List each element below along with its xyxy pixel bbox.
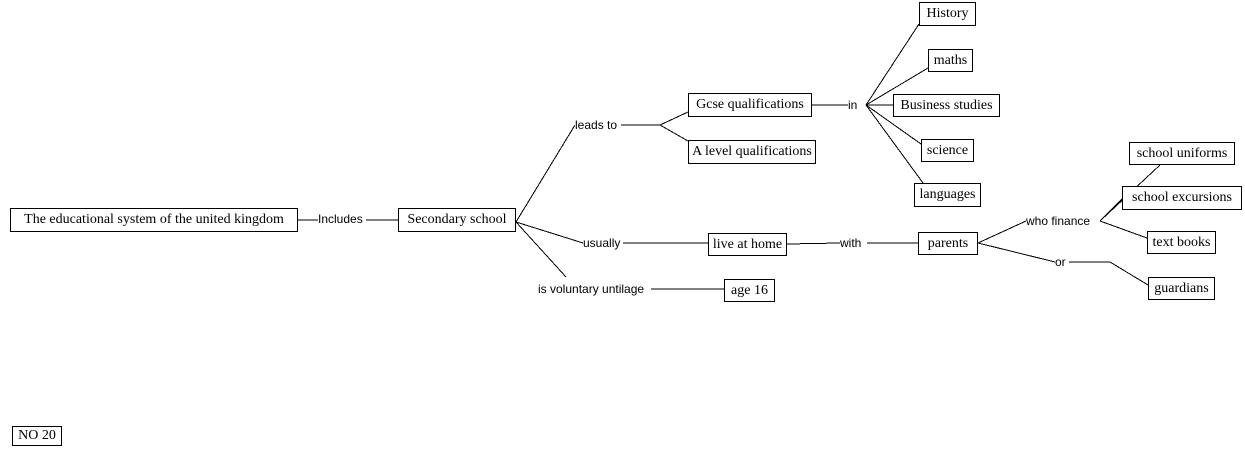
link-label-leads-to: leads to: [575, 119, 621, 131]
node-maths[interactable]: maths: [928, 49, 973, 72]
link-label-or: or: [1055, 256, 1069, 268]
connector-secondary-to-leadsto: [515, 124, 576, 223]
node-history[interactable]: History: [919, 2, 976, 26]
node-parents[interactable]: parents: [918, 232, 978, 255]
node-science[interactable]: science: [921, 139, 974, 162]
link-label-in: in: [848, 99, 861, 111]
node-business[interactable]: Business studies: [893, 94, 1000, 117]
node-age-16[interactable]: age 16: [724, 279, 775, 302]
node-secondary[interactable]: Secondary school: [398, 208, 516, 232]
connector-secondary-to-voluntary: [515, 221, 567, 278]
connector-secondary-to-usually: [515, 221, 584, 244]
connector-live-to-with: [786, 242, 841, 245]
link-label-usually: usually: [583, 237, 623, 249]
connector-parents-to-or: [977, 242, 1056, 263]
page-stamp: NO 20: [12, 426, 62, 446]
node-root[interactable]: The educational system of the united kin…: [10, 208, 298, 232]
link-label-with: with: [840, 237, 867, 249]
link-label-voluntary: is voluntary untilage: [538, 283, 651, 295]
node-text-books[interactable]: text books: [1147, 231, 1216, 254]
node-languages[interactable]: languages: [914, 183, 981, 207]
node-alevel[interactable]: A level qualifications: [688, 140, 816, 164]
connector-or-to-guardians: [1069, 261, 1149, 286]
node-live-at-home[interactable]: live at home: [708, 233, 787, 256]
connector-leadsto-to-alevel: [659, 124, 689, 142]
connector-whofinance-to-excursions: [1099, 198, 1123, 222]
link-label-includes: Includes: [318, 213, 366, 225]
connector-whofinance-to-textbooks: [1099, 220, 1148, 239]
link-label-who-finance: who finance: [1026, 214, 1092, 228]
node-gcse[interactable]: Gcse qualifications: [688, 93, 812, 117]
node-guardians[interactable]: guardians: [1148, 277, 1215, 300]
node-school-excursions[interactable]: school excursions: [1122, 186, 1242, 210]
node-school-uniforms[interactable]: school uniforms: [1129, 142, 1235, 165]
connector-parents-to-whofinance: [977, 220, 1027, 244]
connector-in-to-history: [865, 23, 920, 106]
connector-leadsto-to-gcse: [659, 111, 689, 126]
